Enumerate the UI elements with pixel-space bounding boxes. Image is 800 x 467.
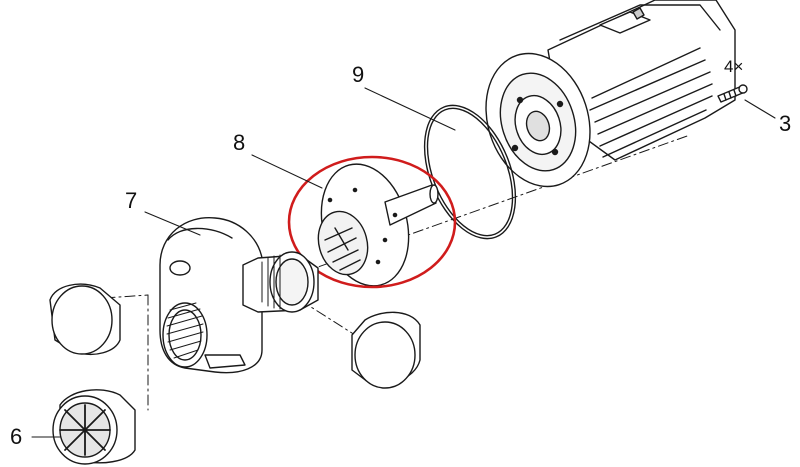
left-cap-upper <box>49 283 121 356</box>
housing-side-thread <box>261 254 281 310</box>
motor-unit <box>485 0 736 188</box>
intake-strainer <box>52 389 136 465</box>
side-cap <box>351 311 421 389</box>
cooling-fins <box>589 47 713 158</box>
impeller <box>317 163 439 287</box>
leader-lines <box>31 87 776 438</box>
callout-7: 7 <box>125 188 138 213</box>
callout-9: 9 <box>352 62 365 87</box>
callout-4x: 4× <box>724 57 744 76</box>
housing-front-thread <box>166 302 204 359</box>
screw <box>717 84 748 103</box>
callout-6: 6 <box>10 424 23 449</box>
pump-housing <box>159 217 319 374</box>
callout-8: 8 <box>233 130 246 155</box>
impeller-highlight-circle <box>287 155 457 289</box>
callout-3: 3 <box>779 111 792 136</box>
